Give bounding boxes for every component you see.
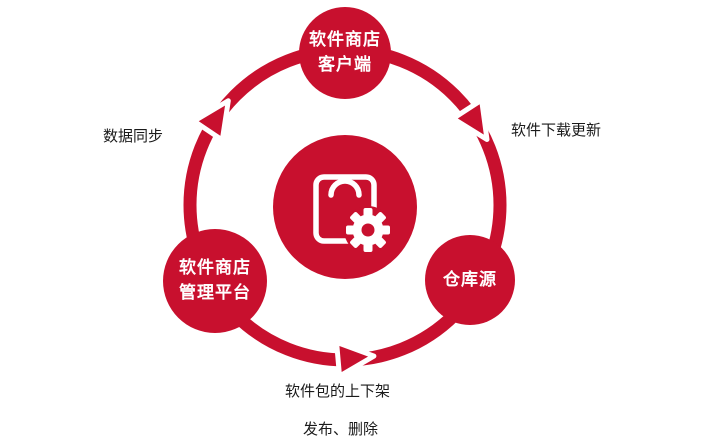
edge-label-download-update: 软件下载更新 [511, 121, 602, 139]
center-node [273, 135, 417, 279]
edge-label-publish-delete: 发布、删除 [303, 420, 379, 438]
edge-label-package-listing: 软件包的上下架 [285, 382, 391, 400]
edge-label-data-sync: 数据同步 [103, 127, 164, 145]
node-software-store-client: 软件商店 客户端 [299, 7, 391, 99]
node-label-line2: 管理平台 [179, 283, 251, 303]
arrow-up-left-icon [191, 98, 231, 143]
node-warehouse-source: 仓库源 [425, 235, 515, 325]
node-label-line1: 软件商店 [179, 258, 251, 279]
gear-icon [346, 208, 390, 252]
arrow-bottom-icon [334, 339, 377, 379]
node-label-line2: 客户端 [318, 55, 372, 75]
node-software-store-management: 软件商店 管理平台 [163, 229, 267, 333]
node-label-line1: 仓库源 [443, 269, 497, 290]
arrow-right-icon [450, 97, 490, 142]
shopping-bag-icon [313, 174, 392, 254]
node-label-line1: 软件商店 [309, 30, 381, 51]
